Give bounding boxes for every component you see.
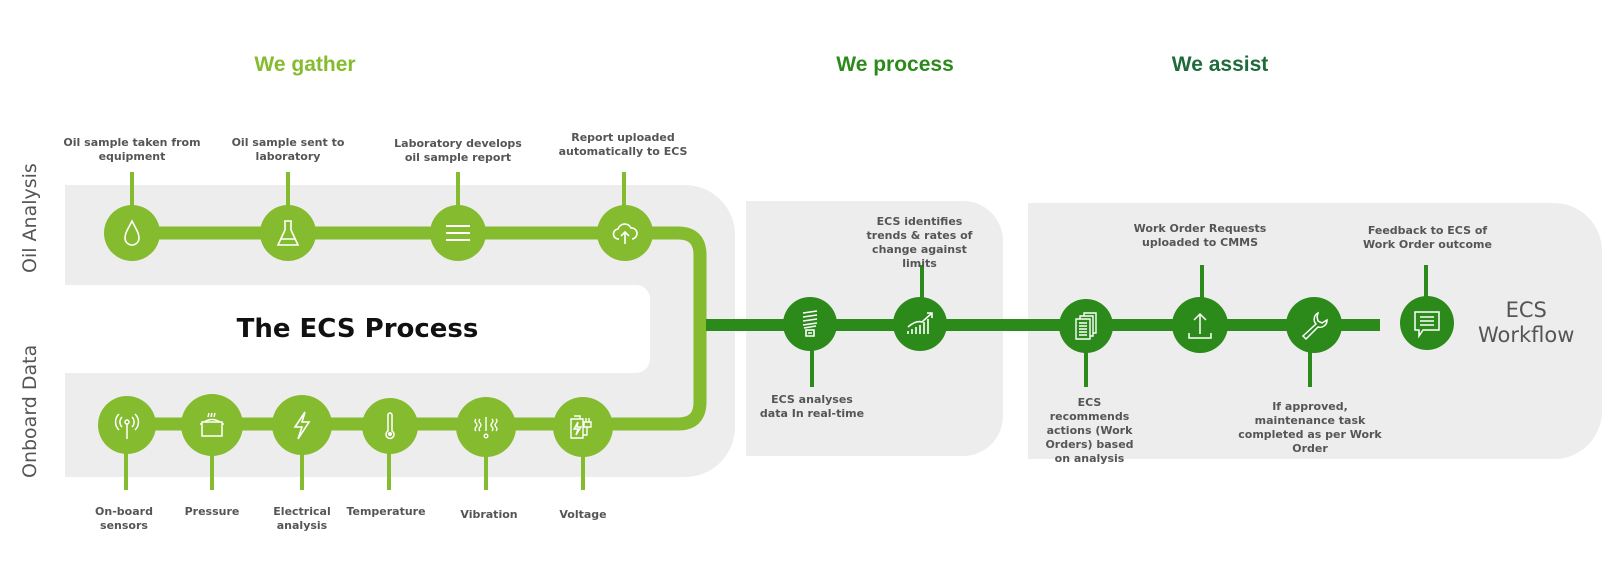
process-stem-1 <box>810 345 814 387</box>
trend-chart-icon <box>907 312 933 334</box>
pressure-pot-icon <box>200 412 224 437</box>
onboard-step-label: Vibration <box>460 508 518 521</box>
process-node-2[interactable] <box>893 297 947 351</box>
flask-icon <box>276 220 300 246</box>
onboard-step-label: Voltage <box>559 508 607 521</box>
assist-stem-1 <box>1084 350 1088 387</box>
oil-pipe <box>126 226 707 431</box>
onboard-node-5[interactable] <box>456 397 516 457</box>
onboard-node-3[interactable] <box>272 395 332 455</box>
workflow-line-1: ECS <box>1505 298 1547 322</box>
assist-stem-2 <box>1200 265 1204 300</box>
onboard-node-6[interactable] <box>553 397 613 457</box>
onboard-stem-2 <box>210 450 214 490</box>
antenna-icon <box>114 413 140 439</box>
process-step-label: ECS analyses data In real-time <box>759 393 865 420</box>
onboard-node-4[interactable] <box>362 398 418 454</box>
upload-icon <box>1188 312 1212 339</box>
assist-step-label: ECS recommends actions (Work Orders) bas… <box>1045 396 1134 465</box>
onboard-step-label: Pressure <box>184 505 240 518</box>
assist-node-3[interactable] <box>1286 297 1342 353</box>
oil-step-label: Oil sample taken from equipment <box>63 136 201 163</box>
assist-step-label: Work Order Requests uploaded to CMMS <box>1133 222 1267 249</box>
oil-stem-3 <box>456 172 460 207</box>
documents-icon <box>1075 312 1097 340</box>
chat-icon <box>1414 311 1440 339</box>
assist-step-label: If approved, maintenance task completed … <box>1238 400 1382 455</box>
oil-step-label: Laboratory develops oil sample report <box>394 137 522 164</box>
phase-we-process: We process <box>836 53 954 76</box>
onboard-step-label: Temperature <box>346 505 426 518</box>
battery-plug-icon <box>570 415 592 439</box>
oil-node-4[interactable] <box>597 205 653 261</box>
assist-step-label: Feedback to ECS of Work Order outcome <box>1363 224 1492 251</box>
process-step-label: ECS identifies trends & rates of change … <box>866 215 973 270</box>
diagram-title: The ECS Process <box>236 314 479 344</box>
onboard-stem-4 <box>387 450 391 490</box>
oil-node-3[interactable] <box>430 205 486 261</box>
assist-stem-3 <box>1308 350 1312 387</box>
process-node-1[interactable] <box>783 297 837 351</box>
phase-we-assist: We assist <box>1171 53 1269 76</box>
assist-stem-4 <box>1424 265 1428 297</box>
assist-node-1[interactable] <box>1059 299 1113 353</box>
lightning-icon <box>293 411 311 440</box>
vibration-icon <box>474 417 498 439</box>
workflow-line-2: Workflow <box>1478 323 1575 347</box>
thermometer-icon <box>385 412 395 440</box>
onboard-stem-3 <box>300 450 304 490</box>
droplet-icon <box>124 219 140 246</box>
assist-node-2[interactable] <box>1172 297 1228 353</box>
onboard-step-label: Electrical analysis <box>273 505 331 532</box>
oil-step-label: Report uploaded automatically to ECS <box>558 131 688 158</box>
cloud-upload-icon <box>612 223 638 244</box>
onboard-node-1[interactable] <box>98 396 156 454</box>
onboard-step-label: On-board sensors <box>95 505 153 532</box>
oil-node-2[interactable] <box>260 205 316 261</box>
title-box: The ECS Process <box>65 285 650 373</box>
oil-step-label: Oil sample sent to laboratory <box>231 136 345 163</box>
oil-stem-1 <box>130 172 134 207</box>
onboard-node-2[interactable] <box>181 394 243 456</box>
onboard-stem-5 <box>484 450 488 490</box>
report-lines-icon <box>446 225 470 241</box>
ecs-workflow-label: ECS Workflow <box>1478 298 1574 348</box>
process-stem-2 <box>920 265 924 300</box>
oil-stem-4 <box>622 172 626 207</box>
onboard-stem-1 <box>124 450 128 490</box>
bulb-icon <box>802 310 818 337</box>
oil-stem-2 <box>286 172 290 207</box>
phase-we-gather: We gather <box>254 53 356 76</box>
oil-node-1[interactable] <box>104 205 160 261</box>
assist-node-4[interactable] <box>1400 296 1454 350</box>
wrench-icon <box>1301 311 1328 341</box>
onboard-stem-6 <box>581 450 585 490</box>
